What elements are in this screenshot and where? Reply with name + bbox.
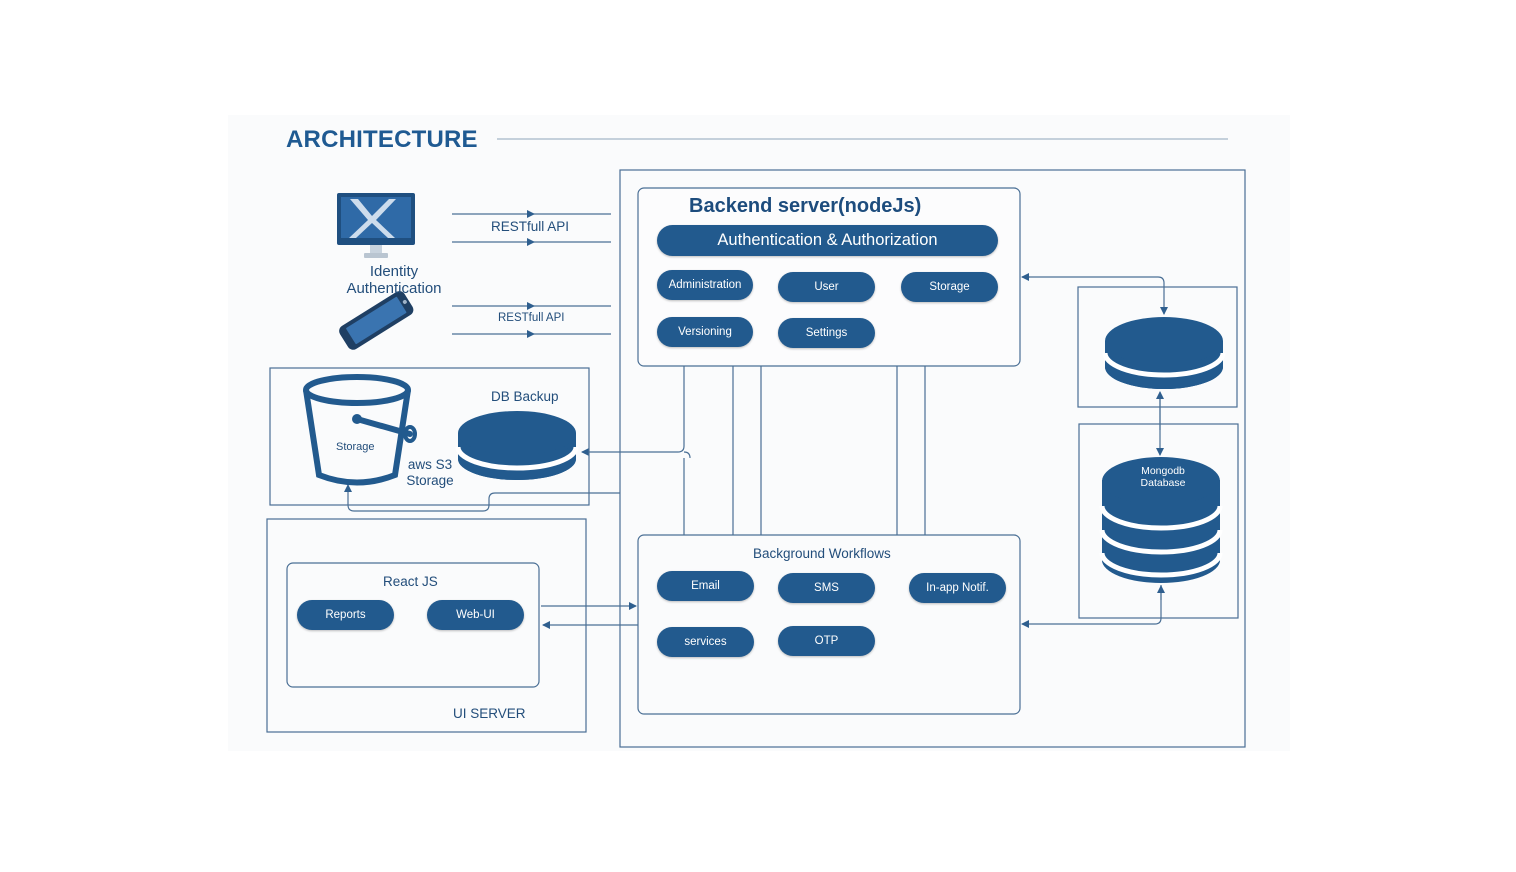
module-versioning[interactable]: Versioning (657, 317, 753, 347)
module-label: Versioning (678, 326, 732, 338)
backend-title: Backend server(nodeJs) (689, 195, 922, 217)
react-js-title: React JS (383, 574, 438, 589)
module-user[interactable]: User (778, 272, 875, 302)
db-top-icon (1102, 317, 1226, 389)
workflow-label: OTP (814, 635, 839, 647)
aws-line1: aws S3 (407, 457, 453, 472)
ui-item-label: Reports (325, 609, 366, 621)
ui-web-ui[interactable]: Web-UI (427, 600, 524, 630)
ui-reports[interactable]: Reports (297, 600, 394, 630)
workflow-services[interactable]: services (657, 627, 754, 657)
auth-pill-label: Authentication & Authorization (717, 231, 938, 249)
restful-api-label-desktop: RESTfull API (491, 219, 570, 234)
module-settings[interactable]: Settings (778, 318, 875, 348)
module-label: Storage (929, 281, 970, 293)
restful-api-label-mobile: RESTfull API (498, 312, 565, 324)
bucket-storage-label: Storage (336, 441, 375, 453)
server-container (619, 169, 1246, 748)
storage-box (269, 367, 590, 506)
module-storage[interactable]: Storage (901, 272, 998, 302)
workflow-in-app-notif[interactable]: In-app Notif. (909, 573, 1006, 603)
aws-line2: Storage (406, 472, 454, 488)
aws-s3-label: aws S3 Storage (400, 457, 460, 488)
db-backup-label: DB Backup (491, 389, 559, 404)
backend-workflow-connectors (581, 366, 926, 535)
identity-label: Identity Authentication (330, 263, 458, 298)
react-box (286, 562, 540, 688)
mongo-line1: Mongodb (1141, 465, 1185, 477)
desktop-monitor-icon (337, 193, 415, 258)
restful-api-arrowheads (527, 210, 535, 338)
module-label: Settings (805, 327, 848, 339)
mongodb-icon (1099, 457, 1223, 583)
page-title: ARCHITECTURE (286, 126, 478, 153)
workflow-label: services (684, 636, 727, 648)
workflow-email[interactable]: Email (657, 571, 754, 601)
mobile-phone-icon (339, 291, 414, 350)
module-administration[interactable]: Administration (657, 270, 753, 300)
db-box-bottom (1078, 423, 1239, 619)
identity-line2: Authentication (346, 280, 442, 298)
bucket-icon (303, 374, 417, 486)
mongo-line2: Database (1140, 476, 1186, 489)
db-box-top (1077, 286, 1238, 408)
identity-line1: Identity (369, 263, 419, 280)
ui-server-title: UI SERVER (453, 706, 526, 721)
workflow-otp[interactable]: OTP (778, 626, 875, 656)
module-label: User (814, 281, 839, 293)
mongo-to-workflows-line (1021, 585, 1162, 628)
workflow-sms[interactable]: SMS (778, 573, 875, 603)
mongodb-label: Mongodb Database (1121, 465, 1205, 489)
ui-item-label: Web-UI (456, 609, 495, 621)
workflow-label: Email (691, 580, 720, 592)
workflow-label: In-app Notif. (926, 582, 989, 594)
db-backup-disk (455, 411, 579, 480)
backend-to-db-line (1022, 276, 1168, 315)
module-label: Administration (668, 279, 742, 291)
workflows-title: Background Workflows (753, 546, 891, 561)
backup-to-bucket-line (344, 484, 620, 512)
workflow-label: SMS (814, 582, 839, 594)
auth-pill[interactable]: Authentication & Authorization (657, 225, 998, 256)
